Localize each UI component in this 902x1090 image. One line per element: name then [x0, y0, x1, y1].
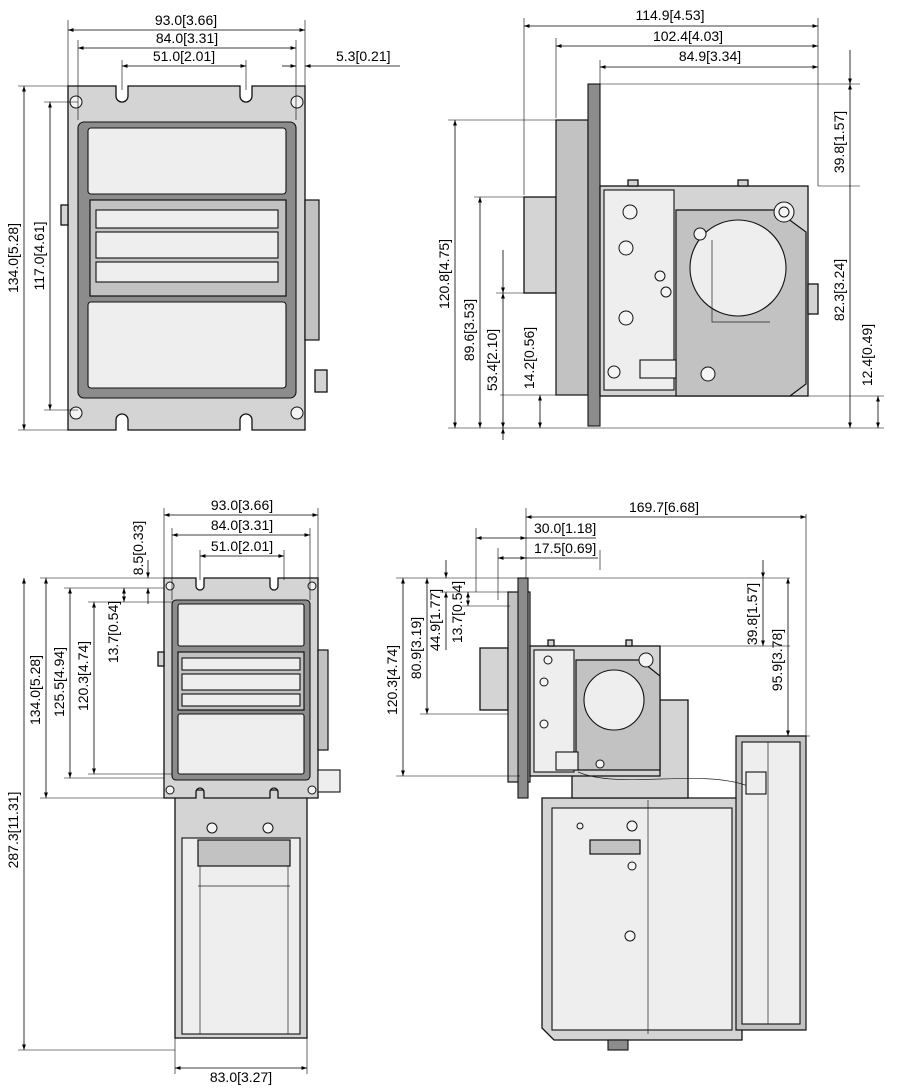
side-view-bottom-dimensions: 169.7[6.68] 30.0[1.18] 17.5[0.69] 44.9[1… — [384, 499, 810, 777]
dim-depth-169-7: 169.7[6.68] — [629, 499, 699, 515]
dim-bottom-125-5: 125.5[4.94] — [51, 647, 67, 717]
dim-bottom-120-3: 120.3[4.74] — [75, 641, 91, 711]
dim-side-82-3: 82.3[3.24] — [831, 259, 847, 321]
side-view-top: 114.9[4.53] 102.4[4.03] 84.9[3.34] 39.8[… — [436, 7, 884, 440]
front-view-top: 93.0[3.66] 84.0[3.31] 51.0[2.01] 5.3[0.2… — [5, 12, 400, 431]
dim-depth-114-9: 114.9[4.53] — [635, 7, 704, 23]
dim-offset-5-3: 5.3[0.21] — [336, 48, 391, 64]
dim-bottom-width-84: 84.0[3.31] — [211, 517, 273, 533]
front-view-bottom-dimensions: 93.0[3.66] 84.0[3.31] 51.0[2.01] 8.5[0.3… — [5, 497, 319, 1085]
side-view-top-body — [523, 83, 819, 427]
dim-depth-84-9: 84.9[3.34] — [679, 48, 741, 64]
dim-side-53-4: 53.4[2.10] — [484, 329, 500, 391]
dim-side-120-8: 120.8[4.75] — [436, 239, 452, 309]
dim-height-134: 134.0[5.28] — [5, 223, 21, 293]
dim-side2-44-9: 44.9[1.77] — [427, 589, 443, 651]
dim-width-93: 93.0[3.66] — [155, 12, 217, 28]
dim-side-12-4: 12.4[0.49] — [859, 324, 875, 386]
dim-side2-39-8: 39.8[1.57] — [744, 583, 760, 645]
dim-width-51: 51.0[2.01] — [153, 48, 215, 64]
dim-side2-120-3: 120.3[4.74] — [384, 645, 400, 715]
dim-depth-102-4: 102.4[4.03] — [653, 28, 723, 44]
dim-bottom-8-5: 8.5[0.33] — [130, 521, 146, 576]
dim-side2-80-9: 80.9[3.19] — [408, 617, 424, 679]
dim-bottom-134: 134.0[5.28] — [27, 655, 43, 725]
dim-bottom-width-93: 93.0[3.66] — [211, 497, 273, 513]
dim-bottom-287-3: 287.3[11.31] — [5, 792, 21, 869]
dim-bottom-width-51: 51.0[2.01] — [211, 538, 273, 554]
dim-bottom-83: 83.0[3.27] — [210, 1069, 272, 1085]
dim-side2-13-7: 13.7[0.54] — [449, 581, 465, 643]
front-view-bottom: 93.0[3.66] 84.0[3.31] 51.0[2.01] 8.5[0.3… — [5, 497, 341, 1085]
dim-depth-17-5: 17.5[0.69] — [534, 540, 596, 556]
dim-width-84: 84.0[3.31] — [156, 30, 218, 46]
front-view-top-dimensions: 93.0[3.66] 84.0[3.31] 51.0[2.01] 5.3[0.2… — [5, 12, 400, 431]
front-view-bottom-body — [157, 577, 341, 1039]
side-view-bottom-body — [479, 577, 807, 1051]
side-view-top-dimensions: 114.9[4.53] 102.4[4.03] 84.9[3.34] 39.8[… — [436, 7, 884, 440]
dim-side2-95-9: 95.9[3.78] — [769, 629, 785, 691]
dim-depth-30: 30.0[1.18] — [534, 520, 596, 536]
dim-bottom-13-7: 13.7[0.54] — [105, 601, 121, 663]
dim-side-39-8: 39.8[1.57] — [831, 111, 847, 173]
front-view-top-body — [60, 85, 328, 431]
dim-height-117: 117.0[4.61] — [31, 221, 47, 290]
side-view-bottom: 169.7[6.68] 30.0[1.18] 17.5[0.69] 44.9[1… — [384, 499, 810, 1051]
dim-side-89-6: 89.6[3.53] — [461, 299, 477, 361]
dim-side-14-2: 14.2[0.56] — [521, 327, 537, 389]
